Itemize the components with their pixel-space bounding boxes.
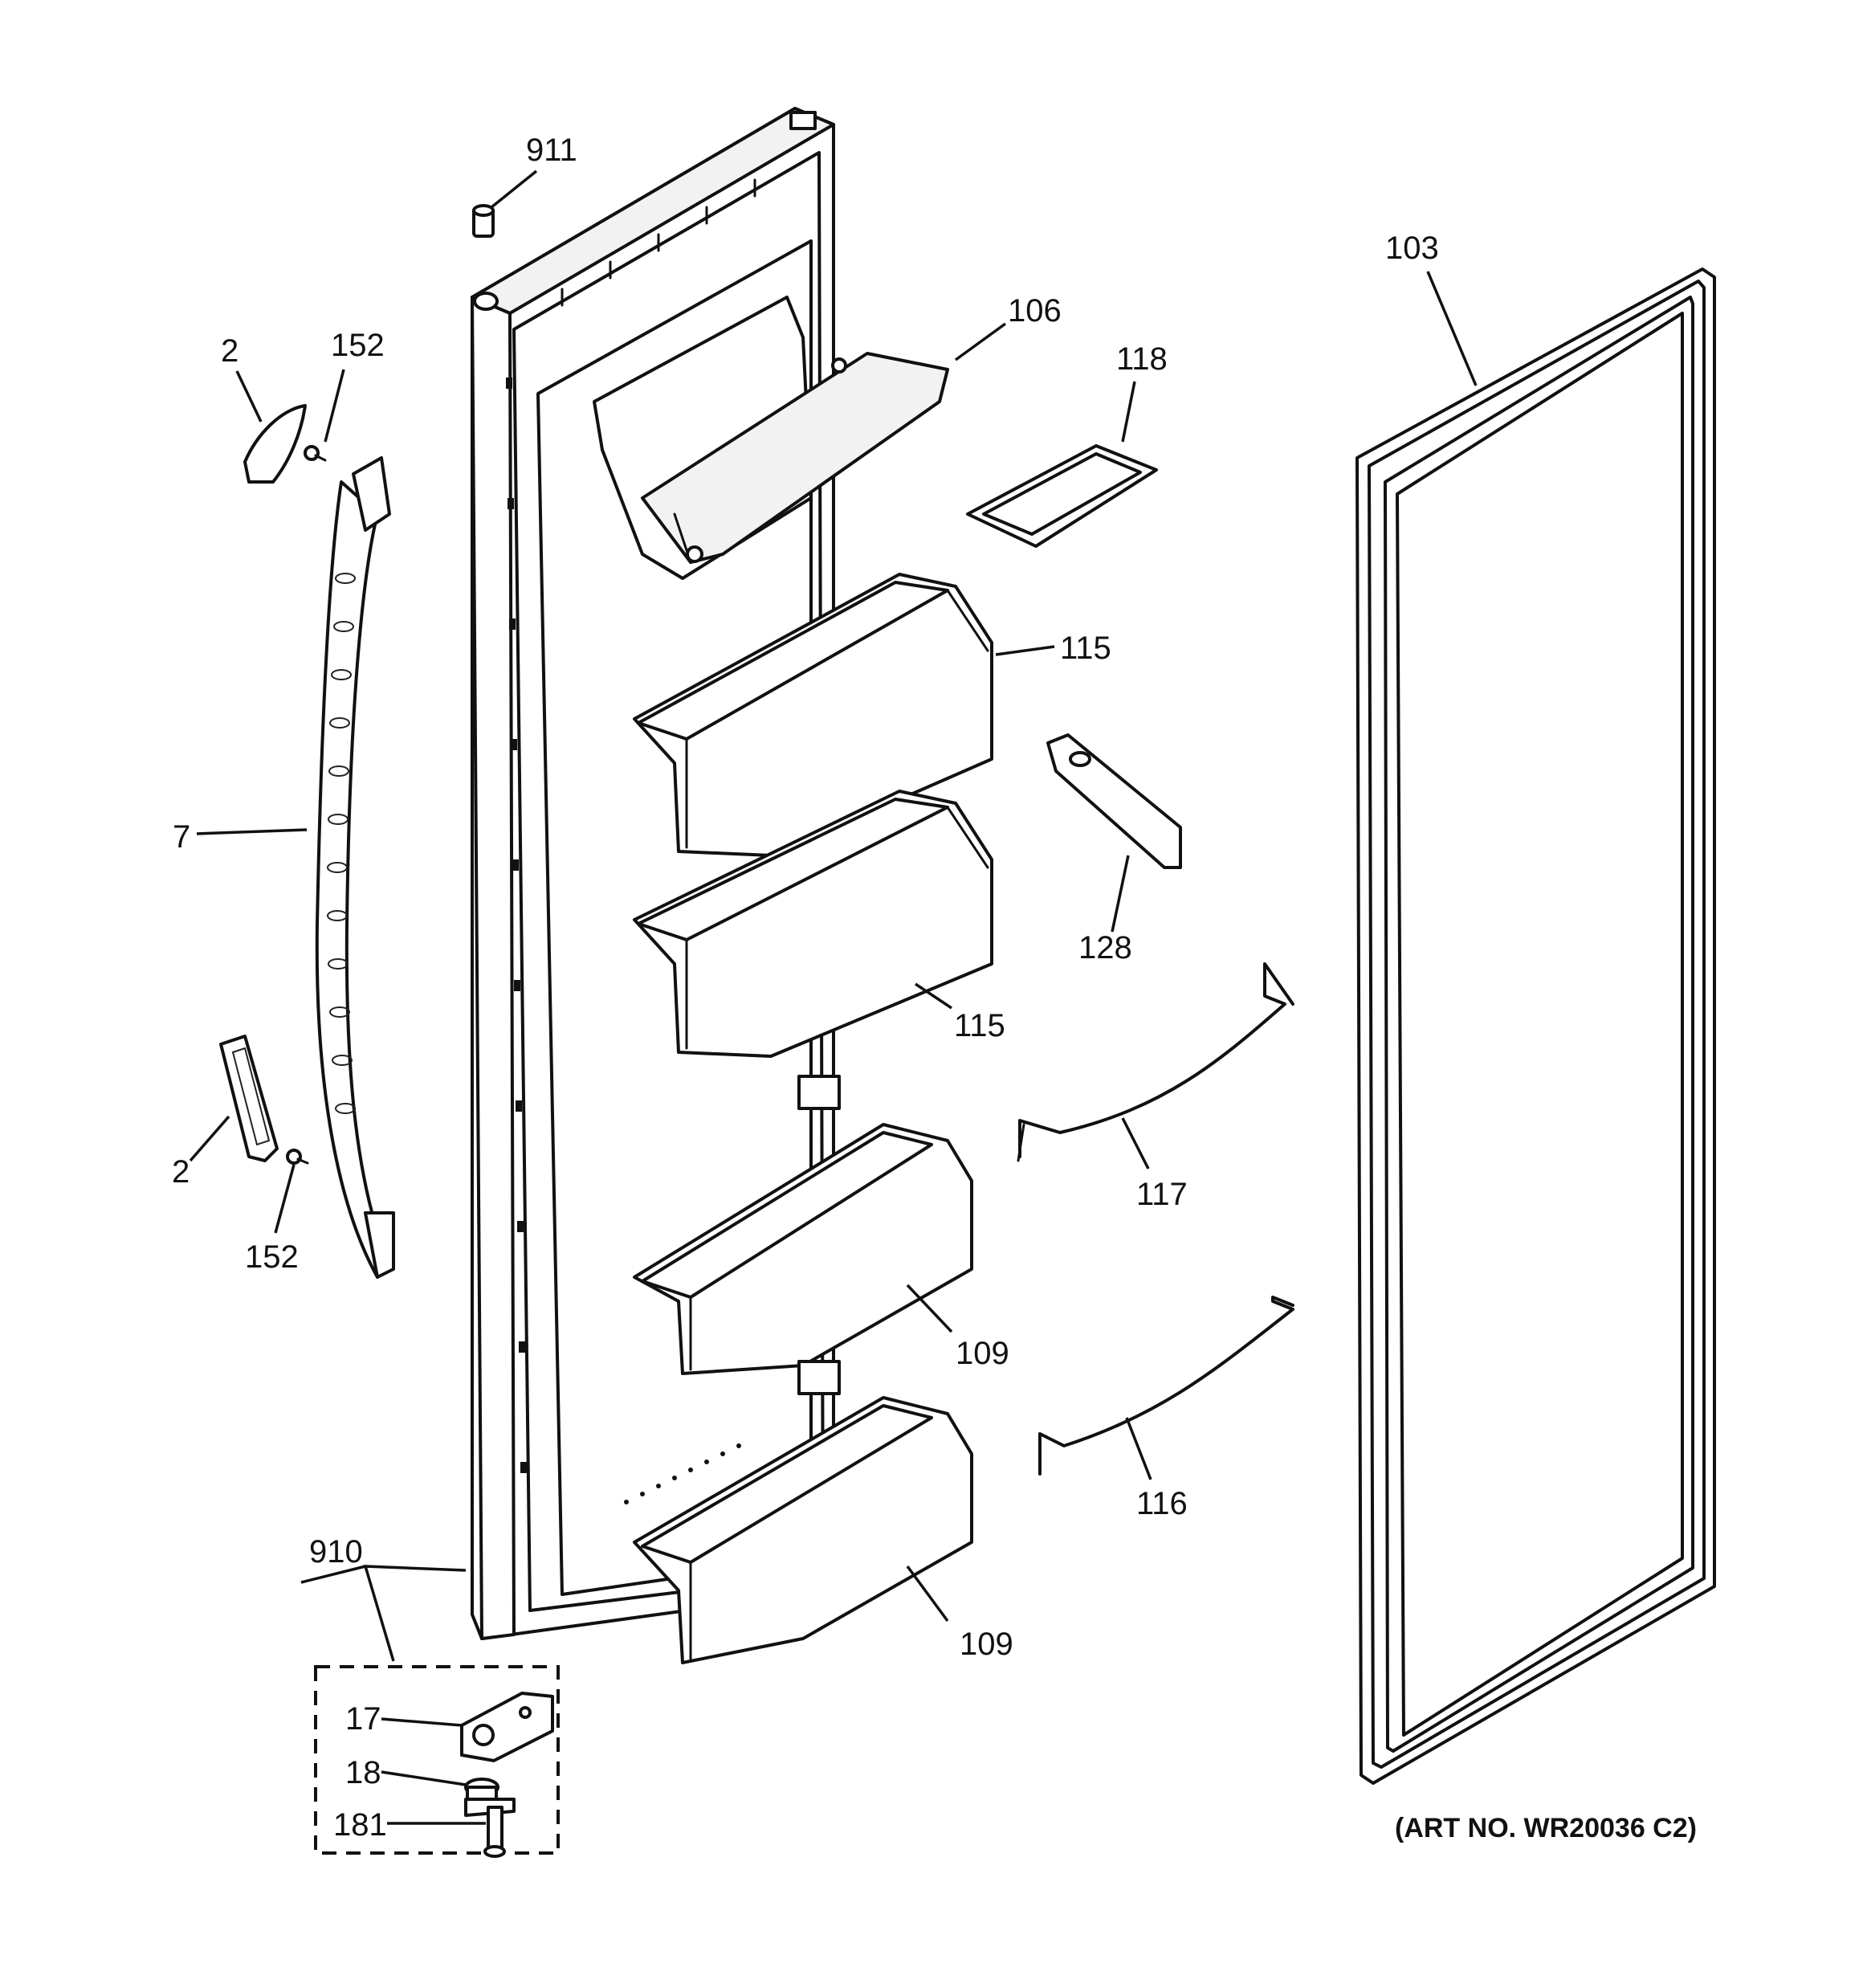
- callout-labels: 911 106 103 118 2 152 115 7 128 115 2 11…: [172, 133, 1439, 1843]
- callout-7: 7: [173, 819, 190, 855]
- callout-911: 911: [526, 133, 577, 168]
- door-lower-perforations: [624, 1443, 741, 1504]
- art-number: (ART NO. WR20036 C2): [1395, 1813, 1697, 1843]
- door-bin-115-bottom: [633, 790, 993, 1058]
- screw-152-top: [304, 445, 327, 462]
- bottle-clip-128: [1046, 733, 1182, 869]
- leader-lines: [189, 169, 1478, 1825]
- callout-152-top: 152: [331, 328, 385, 363]
- screw-152-bottom: [286, 1149, 309, 1165]
- handle-7: [315, 456, 395, 1279]
- hinge-kit-box: [314, 1665, 560, 1855]
- callout-128: 128: [1078, 930, 1132, 965]
- end-cap-2-bottom: [219, 1035, 279, 1162]
- callout-18: 18: [345, 1755, 381, 1790]
- callout-115-top: 115: [1060, 631, 1111, 666]
- callout-2-top: 2: [221, 333, 238, 369]
- door-gasket-103: [1355, 267, 1716, 1785]
- callout-103: 103: [1385, 231, 1439, 266]
- end-cap-2-top: [243, 404, 307, 484]
- tray-118: [966, 444, 1158, 548]
- callout-109-bottom: 109: [960, 1627, 1013, 1662]
- door-bin-115-top: [633, 573, 993, 857]
- callout-17: 17: [345, 1701, 381, 1737]
- callout-117: 117: [1136, 1177, 1188, 1212]
- callout-181: 181: [333, 1807, 387, 1843]
- rail-117: [1017, 962, 1294, 1162]
- door-top-slots: [561, 178, 756, 307]
- callout-2-bottom: 2: [172, 1154, 190, 1190]
- callout-109-top: 109: [956, 1336, 1009, 1371]
- callout-118: 118: [1116, 341, 1168, 377]
- callout-116: 116: [1136, 1486, 1188, 1521]
- callout-115-bottom: 115: [954, 1008, 1005, 1043]
- callout-910: 910: [309, 1534, 363, 1570]
- door-bin-109-bottom: [633, 1396, 973, 1664]
- screw-181: [483, 1806, 506, 1858]
- plug-911: [472, 204, 495, 238]
- hinge-bracket-17: [460, 1692, 554, 1762]
- callout-152-bottom: 152: [245, 1239, 299, 1275]
- door-rail-holes: [506, 378, 527, 1473]
- door-bin-109-top: [633, 1123, 973, 1375]
- rail-116: [1038, 1296, 1294, 1476]
- handle-grip-pattern: [327, 573, 356, 1114]
- callout-106: 106: [1008, 293, 1062, 329]
- hinge-pin-18: [464, 1778, 516, 1817]
- dairy-compartment-106: [593, 296, 949, 580]
